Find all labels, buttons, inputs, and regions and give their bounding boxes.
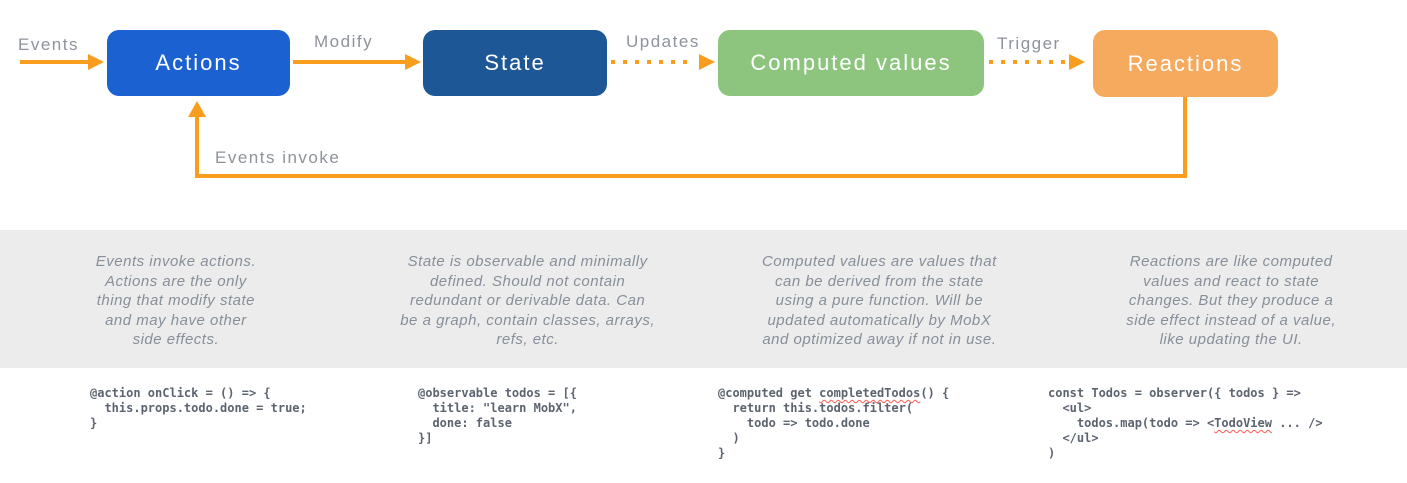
feedback-segment-bottom [195,174,1187,178]
label-events: Events [18,35,79,54]
code-text-spellcheck-underline: completedTodos [819,386,921,400]
code-text: @computed get [718,386,820,400]
arrow-shaft-dotted [989,60,1065,64]
code-sample-action: @action onClick = () => { this.props.tod… [90,386,307,430]
code-text-spellcheck-underline: TodoView [1214,416,1272,430]
flow-node-computed-values: Computed values [718,30,984,96]
arrow-head-icon [699,54,715,70]
label-trigger: Trigger [997,34,1061,53]
code-text: ... /> </ul> ) [1048,416,1323,460]
description-reactions: Reactions are like computed values and r… [1126,253,1337,348]
code-sample-computed: @computed get completedTodos() { return … [718,386,949,461]
arrow-shaft [20,60,92,64]
flow-node-label: Computed values [750,50,952,75]
flow-node-actions: Actions [107,30,290,96]
mobx-flow-diagram: Events Modify Updates Trigger Events inv… [0,0,1407,230]
code-sample-observer: const Todos = observer({ todos } => <ul>… [1048,386,1323,461]
description-computed: Computed values are values that can be d… [761,253,997,348]
description-band: Events invoke actions. Actions are the o… [0,230,1407,368]
flow-node-reactions: Reactions [1093,30,1278,97]
description-state: State is observable and minimally define… [400,253,656,348]
flow-node-state: State [423,30,607,96]
flow-node-label: State [484,50,546,75]
arrow-shaft [293,60,405,64]
arrow-head-icon [1069,54,1085,70]
description-actions: Events invoke actions. Actions are the o… [95,253,256,348]
arrow-head-icon [88,54,104,70]
flow-node-label: Reactions [1127,50,1244,76]
flow-node-label: Actions [155,50,242,75]
label-events-invoke: Events invoke [215,148,341,167]
arrow-head-icon [405,54,421,70]
label-updates: Updates [626,32,700,51]
label-modify: Modify [314,32,374,51]
feedback-segment-right [1183,97,1187,178]
code-sample-observable: @observable todos = [{ title: "learn Mob… [418,386,577,445]
code-text: () { return this.todos.filter( todo => t… [718,386,950,460]
arrow-head-icon [188,101,206,117]
arrow-shaft-dotted [611,60,695,64]
code-text: const Todos = observer({ todos } => <ul>… [1048,386,1301,430]
feedback-segment-left [195,117,199,178]
